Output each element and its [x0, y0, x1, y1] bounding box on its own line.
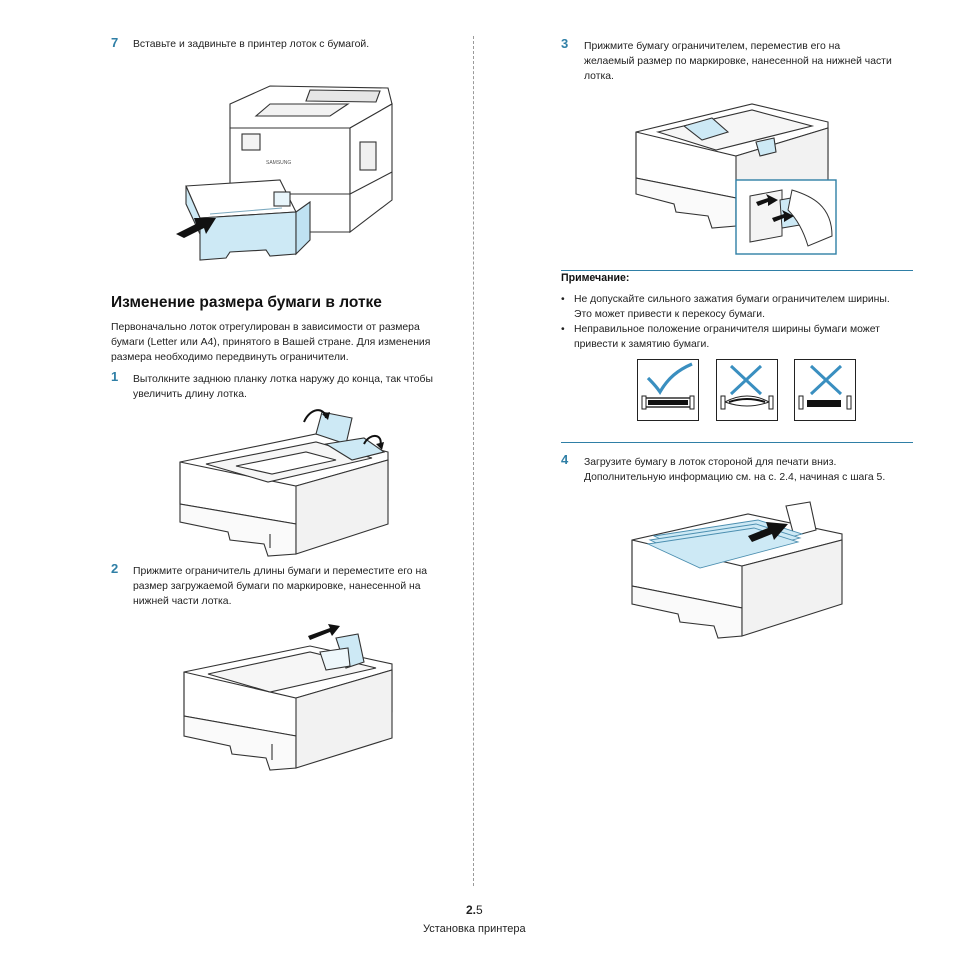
footer-title: Установка принтера: [423, 923, 526, 935]
correct-guide-box: [637, 359, 699, 421]
step-1-number: 1: [111, 369, 119, 384]
step-4-line-2: Дополнительную информацию см. на с. 2.4,…: [584, 472, 886, 483]
section-heading: Изменение размера бумаги в лотке: [111, 294, 382, 311]
too-loose-guide-box: [794, 359, 856, 421]
step-7-number: 7: [111, 35, 119, 50]
intro-line-3: размера необходимо передвинуть ограничит…: [111, 352, 349, 363]
note-title: Примечание:: [561, 272, 630, 284]
step-2-number: 2: [111, 561, 119, 576]
too-tight-guide-box: [716, 359, 778, 421]
note-bullet-1-line-2: Это может привести к перекосу бумаги.: [574, 309, 765, 320]
note-bottom-rule: [561, 442, 913, 443]
column-divider: [473, 36, 474, 886]
note-bullet-1: Не допускайте сильного зажатия бумаги ог…: [561, 292, 890, 322]
step-2-line-3: нижней части лотка.: [133, 596, 232, 607]
page-number-value: 5: [476, 903, 483, 917]
printer-brand: SAMSUNG: [266, 160, 291, 166]
step-2-line-1: Прижмите ограничитель длины бумаги и пер…: [133, 566, 427, 577]
step-3-line-2: желаемый размер по маркировке, нанесенно…: [584, 56, 892, 67]
tray-extend-illustration: [179, 409, 389, 557]
chapter-number: 2.: [466, 903, 477, 917]
intro-line-2: бумаги (Letter или A4), принятого в Ваше…: [111, 337, 431, 348]
tray-length-guide-illustration: [183, 624, 393, 771]
step-3-line-1: Прижмите бумагу ограничителем, перемести…: [584, 41, 841, 52]
cross-mark-icon: [798, 364, 852, 410]
intro-line-1: Первоначально лоток отрегулирован в зави…: [111, 322, 420, 333]
tray-load-paper-illustration: [631, 501, 843, 639]
tray-width-guide-illustration: [635, 103, 837, 255]
page-number: 2.5: [466, 903, 483, 917]
step-4-line-1: Загрузите бумагу в лоток стороной для пе…: [584, 457, 837, 468]
note-bullet-2-line-2: привести к замятию бумаги.: [574, 339, 710, 350]
printer-with-tray-illustration: SAMSUNG: [176, 85, 393, 261]
step-4-number: 4: [561, 452, 569, 467]
note-bullet-1-line-1: Не допускайте сильного зажатия бумаги ог…: [574, 294, 890, 305]
step-3-number: 3: [561, 36, 569, 51]
step-7-text: Вставьте и задвиньте в принтер лоток с б…: [133, 39, 370, 50]
step-2-line-2: размер загружаемой бумаги по маркировке,…: [133, 581, 421, 592]
note-bullet-2: Неправильное положение ограничителя шири…: [561, 322, 880, 352]
step-1-line-2: увеличить длину лотка.: [133, 389, 247, 400]
push-arrow-icon: [176, 218, 216, 238]
step-3-line-3: лотка.: [584, 71, 614, 82]
cross-mark-icon: [720, 364, 774, 410]
check-mark-icon: [641, 362, 695, 410]
note-top-rule: [561, 270, 913, 271]
step-1-line-1: Вытолкните заднюю планку лотка наружу до…: [133, 374, 433, 385]
note-bullet-2-line-1: Неправильное положение ограничителя шири…: [574, 324, 880, 335]
